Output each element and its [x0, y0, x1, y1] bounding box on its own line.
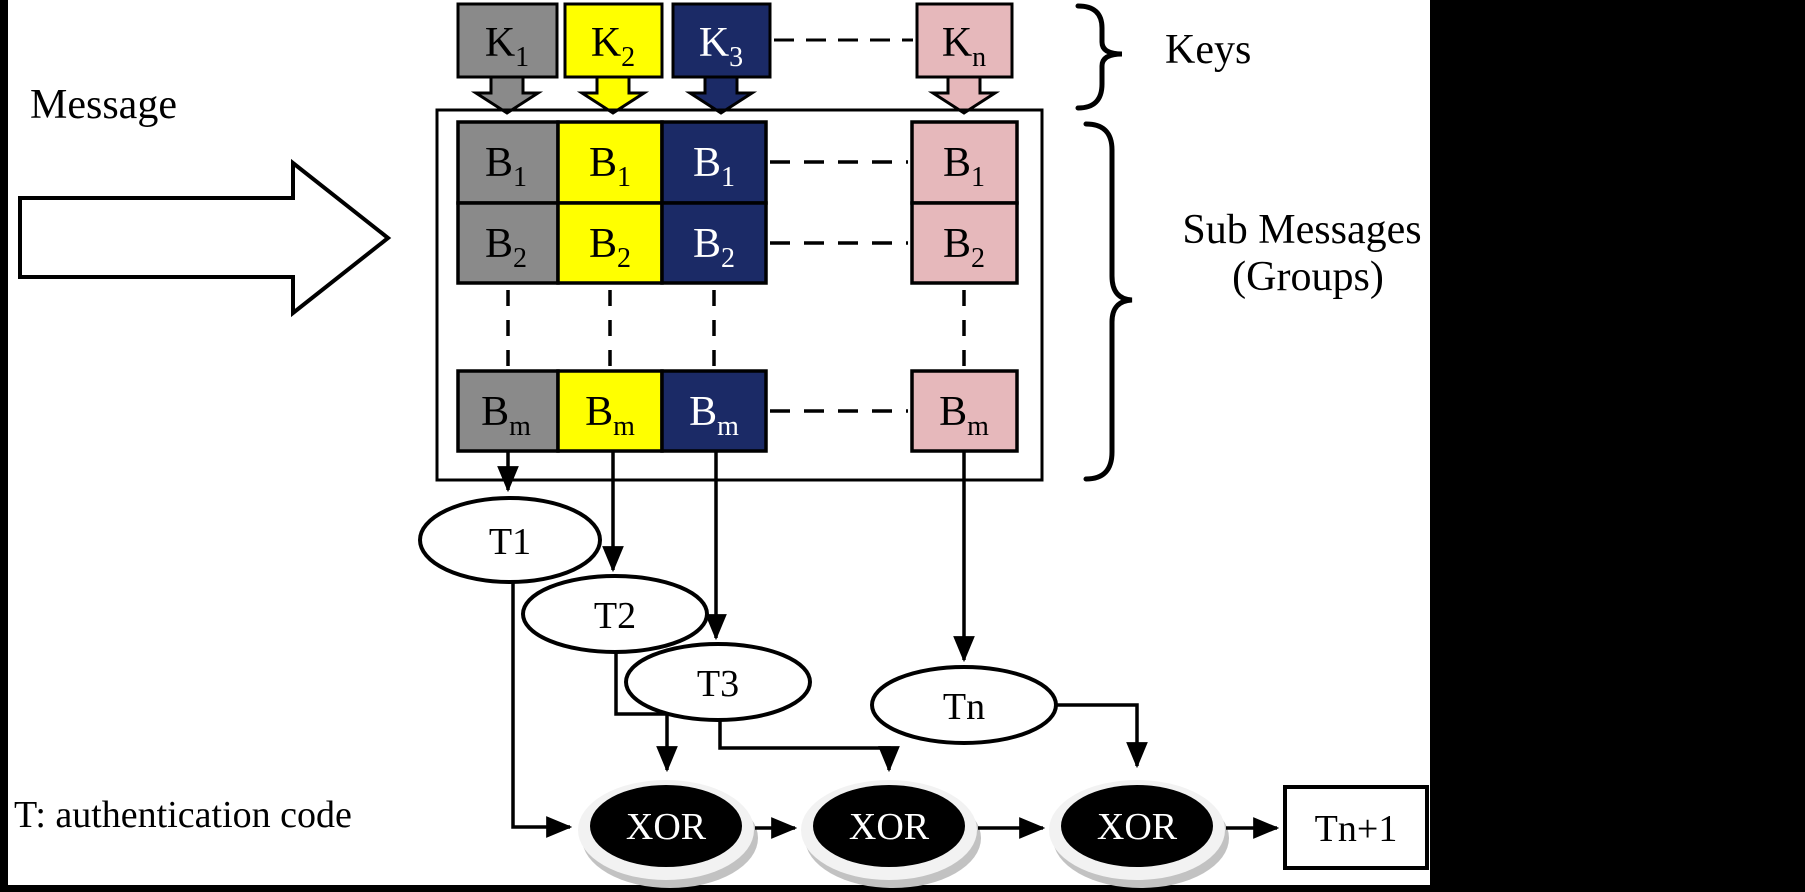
key-label-k2: K2	[591, 20, 635, 73]
cell-b2-cn	[910, 201, 1019, 285]
t3-label: T3	[697, 663, 739, 705]
cell-bm-c1	[456, 369, 560, 453]
cell-label-b1-c3: B1	[693, 140, 735, 193]
cell-label-bm-c1: Bm	[481, 389, 531, 442]
xor3-node: XOR	[1049, 780, 1229, 888]
sub-messages-label-line1: Sub Messages	[1182, 207, 1421, 253]
key-arrow-icon-k3	[684, 75, 758, 115]
key-arrow-icon-k1	[470, 75, 544, 115]
group-column-3: B1 B2 Bm	[660, 120, 768, 453]
key-box-kn: Kn	[915, 2, 1014, 115]
cell-label-b1-c1: B1	[485, 140, 527, 193]
cell-label-b2-c2: B2	[589, 221, 631, 274]
xor2-node: XOR	[801, 780, 981, 888]
sub-messages-label-line2: (Groups)	[1232, 254, 1384, 300]
group-column-n: B1 B2 Bm	[910, 120, 1019, 453]
cell-label-bm-cn: Bm	[939, 389, 989, 442]
cell-b1-c2	[556, 120, 664, 205]
sub-messages-outer-box	[435, 108, 1044, 482]
t2-label: T2	[594, 595, 636, 637]
t1-node	[418, 496, 602, 584]
xor1-label: XOR	[626, 806, 707, 848]
key-label-k3: K3	[699, 20, 743, 73]
key-label-k1: K1	[485, 20, 529, 73]
cell-label-b2-c1: B2	[485, 221, 527, 274]
xor2-label: XOR	[849, 806, 930, 848]
t3-node	[624, 642, 812, 722]
connector-t2-to-xor1	[614, 651, 678, 773]
tn-label: Tn	[943, 686, 985, 728]
output-box	[1283, 785, 1429, 870]
footnote-label: T: authentication code	[14, 794, 352, 836]
cell-b1-c3	[660, 120, 768, 205]
cell-b2-c3	[660, 201, 768, 285]
message-arrow-icon	[18, 158, 392, 318]
message-label: Message	[30, 82, 177, 128]
key-box-k2: K2	[563, 2, 664, 115]
cell-b2-c1	[456, 201, 560, 285]
output-label: Tn+1	[1315, 808, 1398, 850]
cell-label-b1-c2: B1	[589, 140, 631, 193]
keys-label: Keys	[1165, 27, 1251, 73]
key-rect-k2	[563, 2, 664, 79]
group-column-1: B1 B2 Bm	[456, 120, 560, 453]
cell-label-b2-cn: B2	[943, 221, 985, 274]
cell-label-b1-cn: B1	[943, 140, 985, 193]
cell-label-bm-c2: Bm	[585, 389, 635, 442]
connector-tn-to-xor3	[1055, 703, 1148, 769]
sub-messages-brace-icon	[1083, 121, 1133, 482]
key-arrow-icon-kn	[927, 75, 1001, 115]
connector-t1-to-xor1	[511, 581, 573, 838]
xor1-node: XOR	[578, 780, 758, 888]
key-box-k3: K3	[671, 2, 772, 115]
key-arrow-icon-k2	[576, 75, 650, 115]
xor3-ellipse	[1061, 785, 1213, 867]
xor3-label: XOR	[1097, 806, 1178, 848]
cell-label-bm-c3: Bm	[689, 389, 739, 442]
key-label-kn: Kn	[942, 20, 986, 73]
connector-t3-to-xor2	[718, 719, 900, 773]
cell-label-b2-c3: B2	[693, 221, 735, 274]
xor2-ellipse	[813, 785, 965, 867]
keys-brace-icon	[1075, 3, 1123, 111]
cell-bm-c3	[660, 369, 768, 453]
t1-label: T1	[489, 521, 531, 563]
key-box-k1: K1	[456, 2, 559, 115]
xor1-ellipse	[590, 785, 742, 867]
